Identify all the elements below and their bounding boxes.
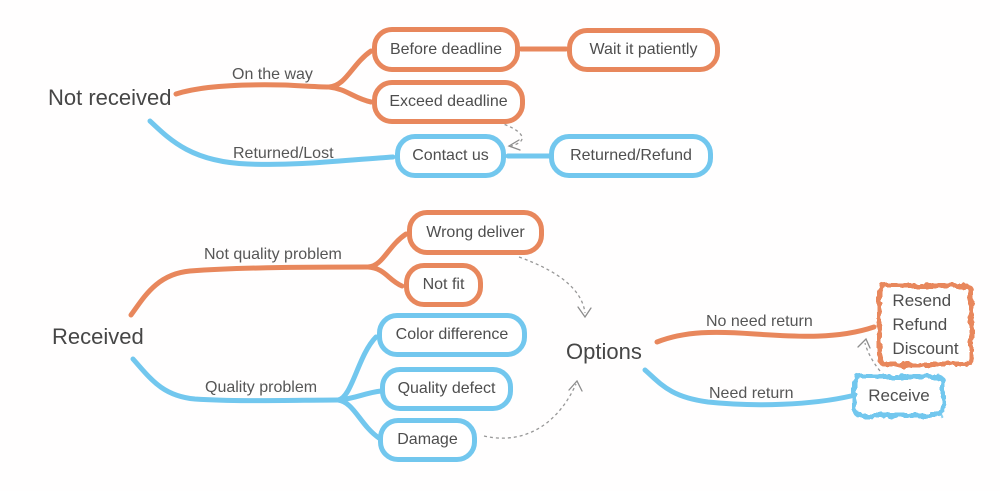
node-contact-us: Contact us: [395, 134, 506, 178]
node-label-options: Options: [566, 339, 642, 364]
root-label-not-received: Not received: [48, 85, 172, 110]
blue-branch-lines: [130, 118, 854, 441]
branch-label-quality-problem: Quality problem: [205, 379, 318, 396]
branch-label-no-need-return: No need return: [706, 313, 813, 330]
node-resend-refund-discount: Resend Refund Discount: [877, 283, 974, 367]
node-wrong-deliver: Wrong deliver: [407, 210, 544, 255]
node-returned-refund: Returned/Refund: [549, 134, 713, 178]
sketchy-border-orange: [877, 283, 974, 367]
node-not-fit: Not fit: [404, 263, 483, 307]
node-damage: Damage: [378, 418, 477, 462]
branch-label-need-return: Need return: [709, 385, 794, 402]
branch-label-on-the-way: On the way: [232, 66, 313, 83]
dashed-arrow-wrongdeliver-to-options: [518, 256, 586, 314]
node-exceed-deadline: Exceed deadline: [372, 80, 525, 124]
sketchy-border-blue: [852, 374, 946, 418]
receive-label: Receive: [868, 386, 930, 405]
node-receive: Receive: [852, 374, 946, 418]
node-before-deadline: Before deadline: [372, 27, 520, 72]
resend-line: Resend: [892, 291, 952, 310]
arrowheads: [507, 139, 871, 392]
node-quality-defect: Quality defect: [380, 367, 513, 411]
orange-branch-lines: [128, 46, 877, 345]
discount-line: Discount: [892, 339, 959, 358]
dashed-arrow-damage-to-options: [483, 383, 577, 439]
branch-label-returned-lost: Returned/Lost: [233, 145, 334, 162]
root-label-received: Received: [52, 324, 144, 349]
node-color-difference: Color difference: [377, 313, 527, 357]
refund-line: Refund: [892, 315, 948, 334]
branch-label-not-quality-problem: Not quality problem: [204, 246, 342, 263]
node-wait-it-patiently: Wait it patiently: [567, 28, 720, 72]
